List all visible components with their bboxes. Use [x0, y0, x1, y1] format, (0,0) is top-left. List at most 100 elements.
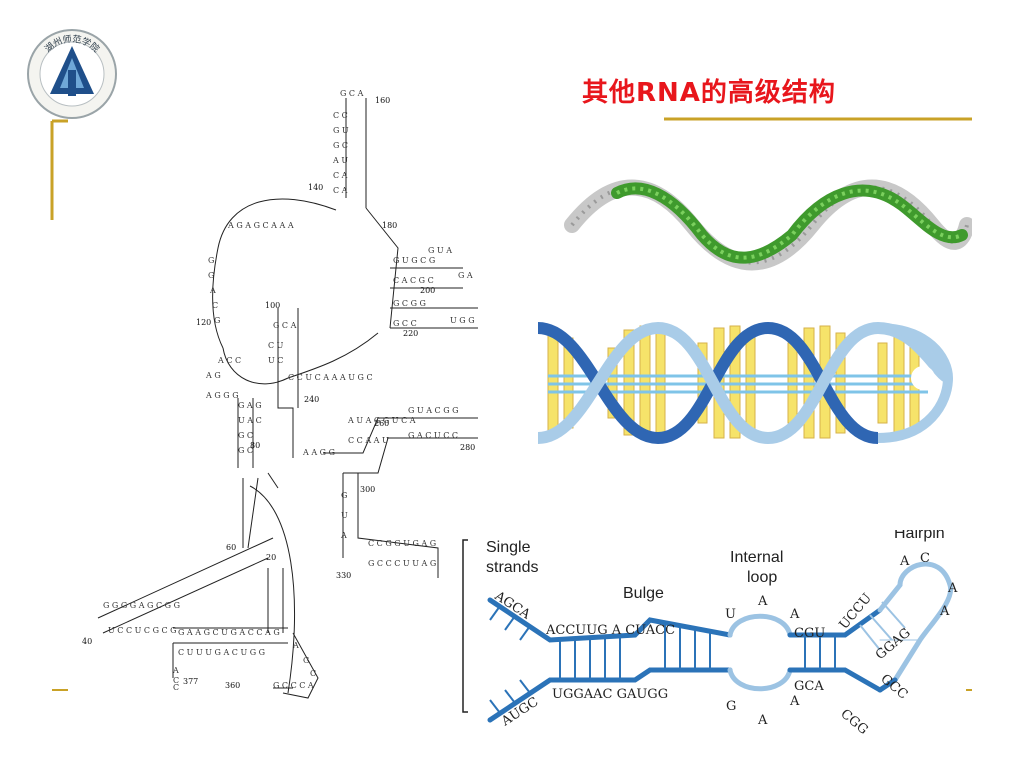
university-seal-icon: 湖州师范学院: [27, 29, 117, 119]
svg-text:G C C C U U A G: G C C C U U A G: [368, 559, 436, 568]
svg-text:G: G: [214, 316, 220, 325]
loop-base-a-bottom: A: [757, 713, 768, 728]
svg-text:A: A: [172, 666, 179, 675]
label-internal-loop-1: Internal: [730, 549, 783, 566]
svg-text:G C: G C: [333, 141, 348, 150]
position-label-60: 60: [226, 543, 236, 552]
svg-text:G U G C G: G U G C G: [393, 256, 435, 265]
double-helix-ribbon-image: [538, 321, 954, 445]
loop-base-u: U: [725, 607, 736, 622]
position-label-20: 20: [266, 553, 276, 562]
seq-stem-bottom: GCA: [794, 679, 824, 694]
svg-text:G A: G A: [458, 271, 473, 280]
svg-text:A: A: [292, 641, 299, 650]
position-label-140: 140: [308, 183, 323, 192]
svg-text:A U: A U: [332, 156, 348, 165]
seq-hairpin-tail: GCC: [877, 672, 910, 703]
svg-text:C A: C A: [333, 186, 348, 195]
svg-text:G C A: G C A: [340, 89, 364, 98]
loop-base-g: G: [726, 699, 736, 714]
svg-text:G A A G C U G A C C A G: G A A G C U G A C C A G: [178, 628, 280, 637]
position-label-300: 300: [360, 485, 375, 494]
loop-base-a-top: A: [757, 594, 768, 609]
svg-text:C U U U G A C U G G: C U U U G A C U G G: [178, 648, 265, 657]
position-label-330: 330: [336, 571, 351, 580]
svg-text:C C U C A A A U G C: C C U C A A A U G C: [288, 373, 373, 382]
svg-text:C: C: [173, 683, 179, 692]
svg-text:G: G: [208, 256, 214, 265]
single-stranded-rna-helix-image: [564, 179, 972, 271]
svg-text:A A G G: A A G G: [302, 448, 335, 457]
position-label-120: 120: [196, 318, 211, 327]
position-label-100: 100: [265, 301, 280, 310]
position-label-180: 180: [382, 221, 397, 230]
label-single-strands-2: strands: [486, 559, 538, 576]
svg-text:C C A A U: C C A A U: [348, 436, 389, 445]
svg-text:U A C: U A C: [238, 416, 262, 425]
rna-secondary-structure-schematic: Single strands Bulge Internal loop Hairp…: [462, 530, 958, 738]
label-internal-loop-2: loop: [747, 569, 777, 586]
svg-text:C A: C A: [333, 171, 348, 180]
position-label-80: 80: [250, 441, 260, 450]
svg-text:A G A G C A A A: A G A G C A A A: [227, 221, 294, 230]
svg-text:C A C G C: C A C G C: [393, 276, 434, 285]
svg-text:G C A: G C A: [273, 321, 297, 330]
hairpin-a2: A: [947, 581, 958, 596]
svg-text:G U: G U: [333, 126, 349, 135]
position-label-240: 240: [304, 395, 319, 404]
svg-text:C C G G U G A G: C C G G U G A G: [368, 539, 436, 548]
svg-text:C: C: [173, 676, 179, 685]
svg-text:U C C U C G C G: U C C U C G C G: [108, 626, 177, 635]
svg-text:G C: G C: [238, 446, 253, 455]
svg-text:G: G: [303, 656, 309, 665]
hairpin-c: C: [920, 551, 930, 566]
svg-text:G A C U C C: G A C U C C: [408, 431, 458, 440]
svg-text:A U A G G U C A: A U A G G U C A: [347, 416, 416, 425]
svg-text:G C: G C: [238, 431, 253, 440]
hairpin-a3: A: [939, 604, 950, 619]
rrna-secondary-structure-diagram: G C A C CG UG CA UC AC A A G A G C A A A…: [82, 89, 478, 699]
svg-text:G G G G A G C G G: G G G G A G C G G: [103, 601, 180, 610]
svg-text:U: U: [341, 511, 348, 520]
svg-text:U G G: U G G: [450, 316, 475, 325]
seq-stem-top: CGU: [794, 626, 825, 641]
position-label-260: 260: [374, 419, 389, 428]
svg-text:A: A: [340, 531, 347, 540]
position-label-280: 280: [460, 443, 475, 452]
position-label-160: 160: [375, 96, 390, 105]
svg-text:C U: C U: [268, 341, 284, 350]
seq-top-mid: ACCUUG A CUACC: [545, 623, 675, 638]
svg-text:A C C: A C C: [217, 356, 241, 365]
bracket: [462, 539, 468, 713]
svg-text:U C: U C: [268, 356, 283, 365]
label-single-strands-1: Single: [486, 539, 531, 556]
label-bulge: Bulge: [623, 585, 664, 602]
svg-text:G U A: G U A: [428, 246, 452, 255]
loop-base-a-right: A: [789, 607, 800, 622]
position-label-200: 200: [420, 286, 435, 295]
position-label-40: 40: [82, 637, 92, 646]
svg-text:G C C C A: G C C C A: [273, 681, 314, 690]
svg-text:G: G: [341, 491, 347, 500]
position-label-377: 377: [183, 677, 198, 686]
svg-text:A: A: [209, 286, 216, 295]
position-label-360: 360: [225, 681, 240, 690]
svg-text:A G G G: A G G G: [205, 391, 239, 400]
position-label-220: 220: [403, 329, 418, 338]
svg-text:C: C: [310, 669, 316, 678]
svg-text:A G: A G: [205, 371, 221, 380]
svg-text:G A G: G A G: [238, 401, 262, 410]
seq-bottom-mid: UGGAAC GAUGG: [552, 687, 668, 702]
seq-hairpin-end: CGG: [837, 707, 870, 738]
svg-text:G C C: G C C: [393, 319, 417, 328]
hairpin-a1: A: [899, 554, 910, 569]
svg-text:G C G G: G C G G: [393, 299, 426, 308]
label-hairpin: Hairpin: [894, 530, 945, 542]
svg-text:G U A C G G: G U A C G G: [408, 406, 459, 415]
loop-base-a-low: A: [789, 694, 800, 709]
svg-text:C: C: [212, 301, 218, 310]
slide-title: 其他RNA的高级结构: [582, 78, 836, 108]
svg-text:G: G: [208, 271, 214, 280]
